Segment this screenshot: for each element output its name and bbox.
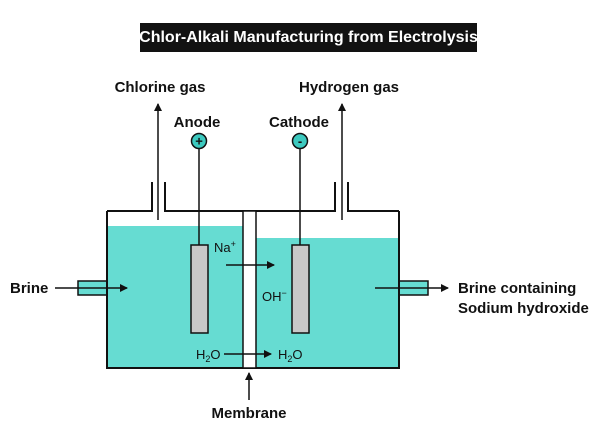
brine-out-label-line1: Brine containing [458, 280, 576, 297]
membrane [242, 210, 257, 369]
water-left-label: H2O [196, 347, 221, 364]
brine-out-label-line2: Sodium hydroxide [458, 300, 589, 317]
chlorine-gas-label: Chlorine gas [115, 79, 206, 96]
diagram-title: Chlor-Alkali Manufacturing from Electrol… [139, 28, 478, 46]
sodium-ion-label: Na+ [214, 239, 236, 255]
anode-compartment-electrolyte [107, 226, 243, 368]
anode-terminal [190, 132, 208, 150]
anode-label: Anode [174, 114, 221, 131]
hydroxide-ion-label: OH− [262, 288, 287, 304]
title-banner: Chlor-Alkali Manufacturing from Electrol… [139, 23, 478, 52]
cathode-terminal [291, 132, 309, 150]
center-lid [164, 182, 336, 212]
cathode-label: Cathode [269, 114, 329, 131]
membrane-label: Membrane [211, 405, 286, 422]
left-lid [107, 182, 153, 212]
cathode-compartment-electrolyte [256, 238, 399, 368]
water-right-label: H2O [278, 347, 303, 364]
anode-sign: + [195, 134, 203, 149]
cathode-electrode [291, 244, 310, 334]
cathode-sign: - [298, 134, 302, 149]
hydrogen-gas-label: Hydrogen gas [299, 79, 399, 96]
anode-electrode [190, 244, 209, 334]
brine-label: Brine [10, 280, 48, 297]
right-lid [347, 182, 399, 212]
